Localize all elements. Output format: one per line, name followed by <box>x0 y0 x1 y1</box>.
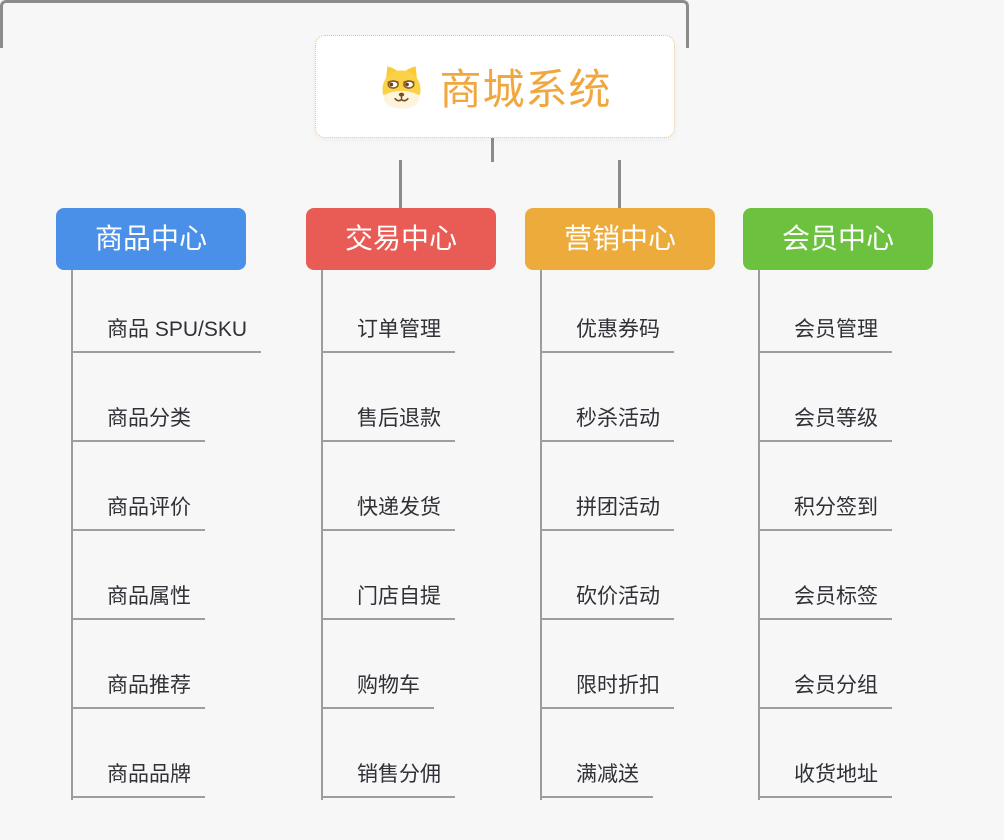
branch-column-2: 交易中心订单管理售后退款快递发货门店自提购物车销售分佣 <box>306 208 566 828</box>
branch-trunk-line <box>321 270 323 800</box>
branch-node[interactable]: 会员中心 <box>743 208 933 270</box>
connector-root-stub <box>491 138 494 162</box>
branch-trunk-line <box>758 270 760 800</box>
root-node[interactable]: 商城系统 <box>315 35 675 138</box>
leaf-node[interactable]: 购物车 <box>321 671 434 709</box>
leaf-node[interactable]: 商品 SPU/SKU <box>71 315 262 353</box>
branch-node[interactable]: 商品中心 <box>56 208 246 270</box>
root-title: 商城系统 <box>439 66 612 113</box>
leaf-node[interactable]: 会员分组 <box>758 671 892 709</box>
leaf-node[interactable]: 砍价活动 <box>540 582 674 620</box>
leaf-node[interactable]: 商品品牌 <box>71 760 205 798</box>
leaf-node[interactable]: 商品分类 <box>71 404 205 442</box>
leaf-node[interactable]: 拼团活动 <box>540 493 674 531</box>
leaf-node[interactable]: 商品属性 <box>71 582 205 620</box>
leaf-node[interactable]: 快递发货 <box>321 493 455 531</box>
branch-trunk-line <box>540 270 542 800</box>
branch-column-1: 商品中心商品 SPU/SKU 商品分类商品评价商品属性商品推荐商品品牌 <box>56 208 316 828</box>
leaf-node[interactable]: 收货地址 <box>758 760 892 798</box>
leaf-node[interactable]: 秒杀活动 <box>540 404 674 442</box>
connector-drop-branch-2 <box>399 160 402 208</box>
leaf-node[interactable]: 门店自提 <box>321 582 455 620</box>
leaf-node[interactable]: 积分签到 <box>758 493 892 531</box>
branch-column-4: 会员中心会员管理会员等级积分签到会员标签会员分组收货地址 <box>743 208 1003 828</box>
leaf-node[interactable]: 会员等级 <box>758 404 892 442</box>
leaf-node[interactable]: 会员标签 <box>758 582 892 620</box>
leaf-node[interactable]: 限时折扣 <box>540 671 674 709</box>
leaf-node[interactable]: 商品评价 <box>71 493 205 531</box>
dog-face-icon <box>382 66 422 109</box>
branch-node[interactable]: 营销中心 <box>525 208 715 270</box>
leaf-node[interactable]: 订单管理 <box>321 315 455 353</box>
connector-drop-branch-3 <box>618 160 621 208</box>
branch-node[interactable]: 交易中心 <box>306 208 496 270</box>
connector-bus-line <box>0 0 689 48</box>
leaf-node[interactable]: 会员管理 <box>758 315 892 353</box>
leaf-node[interactable]: 售后退款 <box>321 404 455 442</box>
branch-column-3: 营销中心优惠券码秒杀活动拼团活动砍价活动限时折扣满减送 <box>525 208 785 828</box>
branch-trunk-line <box>71 270 73 800</box>
leaf-node[interactable]: 销售分佣 <box>321 760 455 798</box>
leaf-node[interactable]: 优惠券码 <box>540 315 674 353</box>
leaf-node[interactable]: 满减送 <box>540 760 653 798</box>
leaf-node[interactable]: 商品推荐 <box>71 671 205 709</box>
